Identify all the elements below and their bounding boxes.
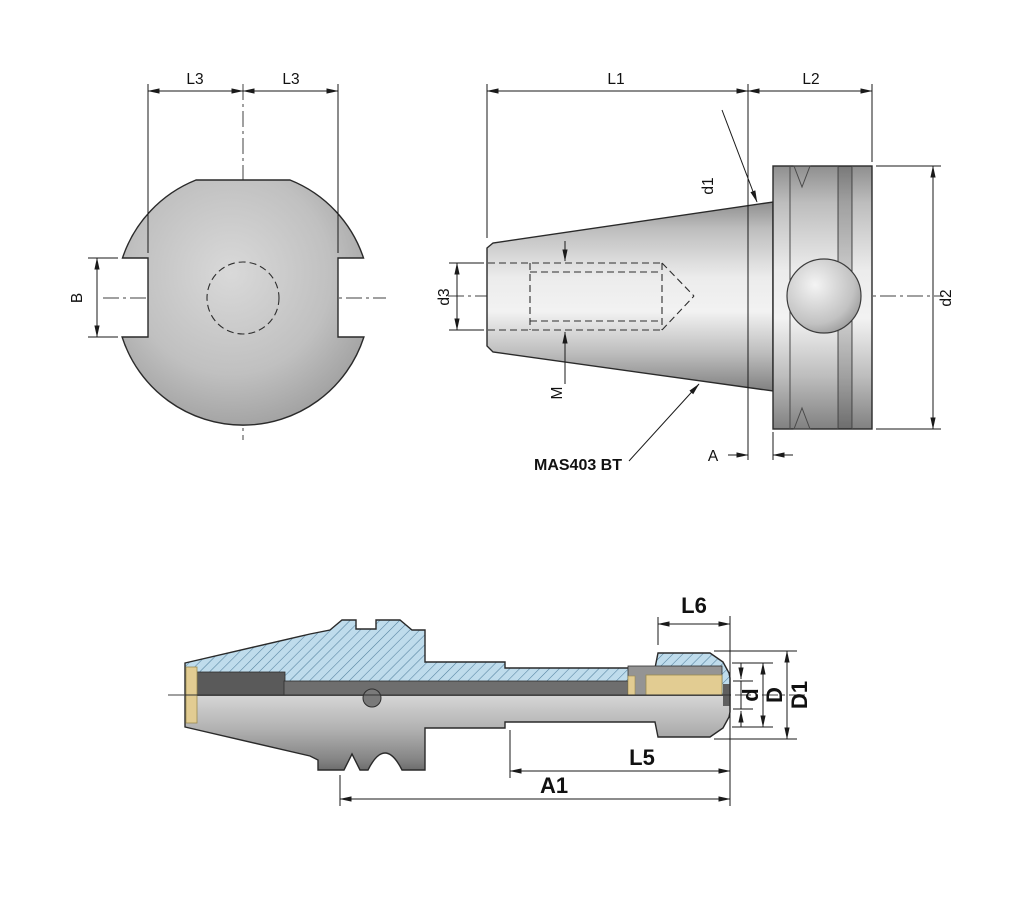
dim-label-b: B bbox=[69, 293, 86, 303]
section-view: L6 d D D1 L5 A1 bbox=[168, 593, 812, 806]
dim-label-d3: d3 bbox=[436, 288, 453, 305]
dim-label-a1: A1 bbox=[540, 773, 568, 798]
v-groove-bottom bbox=[793, 406, 811, 430]
dim-label-l3-right: L3 bbox=[282, 71, 299, 88]
standard-annotation: MAS403 BT bbox=[534, 457, 622, 474]
dim-label-l5: L5 bbox=[629, 745, 655, 770]
v-groove-top bbox=[793, 165, 811, 189]
flange-disc-outline bbox=[121, 179, 365, 426]
drill-cone-bottom bbox=[661, 295, 695, 331]
central-bore bbox=[283, 680, 631, 696]
side-view: L1 L2 d1 d2 d3 M A MAS403 BT bbox=[436, 71, 955, 474]
collet-sleeve bbox=[645, 674, 723, 696]
holder-section-top-half bbox=[184, 619, 731, 696]
dim-label-l2: L2 bbox=[802, 71, 819, 88]
standard-leader-line bbox=[628, 383, 700, 462]
gripper-ball bbox=[786, 258, 862, 334]
dim-label-a: A bbox=[708, 448, 719, 465]
dim-label-d: d bbox=[738, 688, 763, 701]
dim-label-d1: d1 bbox=[700, 177, 717, 194]
drill-cone-top bbox=[661, 262, 695, 297]
dim-label-D: D bbox=[762, 687, 787, 703]
dim-label-l6: L6 bbox=[681, 593, 707, 618]
pullstud-thread-bore bbox=[196, 671, 286, 696]
dim-label-l3-left: L3 bbox=[186, 71, 203, 88]
dim-label-d2: d2 bbox=[938, 289, 955, 306]
dim-label-D1: D1 bbox=[787, 681, 812, 709]
dim-label-l1: L1 bbox=[607, 71, 624, 88]
hidden-bore-circle bbox=[206, 261, 280, 335]
holder-bottom-half bbox=[184, 694, 731, 771]
collet-front-ring bbox=[627, 675, 636, 696]
front-view: L3 L3 B bbox=[69, 71, 386, 440]
dim-label-m: M bbox=[549, 387, 566, 400]
d1-leader-line bbox=[721, 109, 758, 203]
flange-drive-screw bbox=[362, 688, 382, 708]
